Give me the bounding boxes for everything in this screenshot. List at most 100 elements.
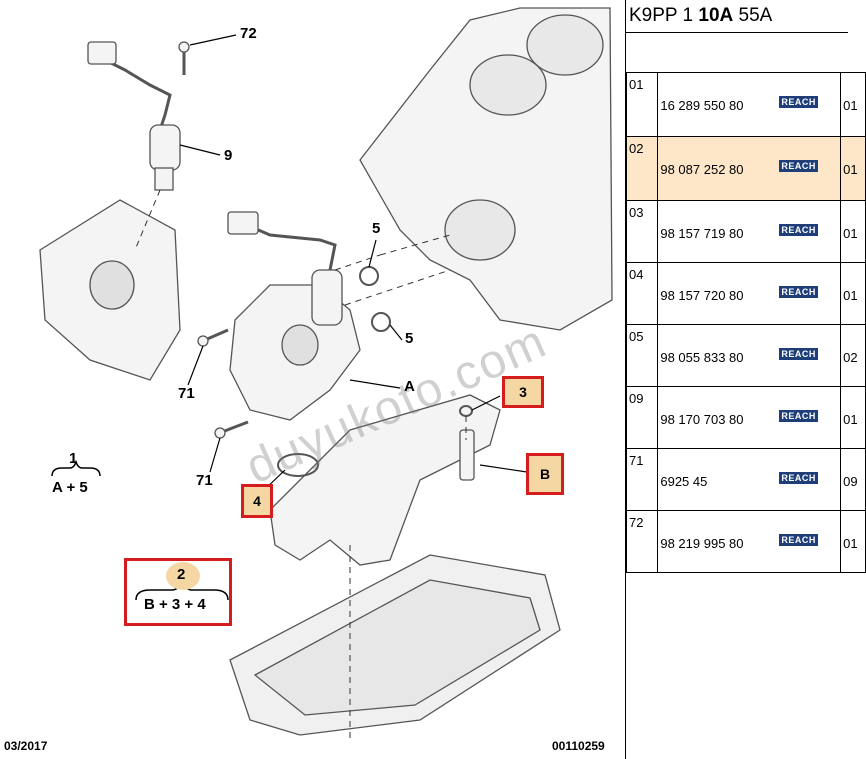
- row-quantity-cell: 01: [840, 72, 866, 137]
- sensor-2-plug: [227, 211, 259, 235]
- panel-header-blank: [626, 32, 848, 73]
- bolt-72-head: [178, 41, 190, 53]
- reach-badge: REACH: [779, 348, 818, 360]
- part-quantity: 01: [843, 288, 858, 303]
- part-reference[interactable]: 98 157 720 80: [660, 288, 744, 303]
- bolt-71-lower: [221, 420, 249, 434]
- part-quantity: 09: [843, 474, 858, 489]
- reach-badge: REACH: [779, 472, 818, 484]
- part-reference[interactable]: 98 055 833 80: [660, 350, 744, 365]
- part-reference[interactable]: 6925 45: [660, 474, 708, 489]
- sensor-9-plug: [87, 41, 117, 65]
- leader-5b: [389, 324, 403, 341]
- oil-pickup: [459, 429, 475, 481]
- assembly-line-4: [344, 269, 451, 306]
- leader-9: [179, 144, 221, 156]
- callout-2-composition: B + 3 + 4: [144, 596, 206, 613]
- row-index: 02: [625, 136, 659, 201]
- cylinder-bore-2: [526, 14, 604, 76]
- callout-1-composition: A + 5: [52, 479, 88, 496]
- front-cover-bore: [281, 324, 319, 366]
- row-quantity-cell: 09: [840, 448, 866, 511]
- cylinder-bore-1: [469, 54, 547, 116]
- engine-code-bold: 10A: [698, 5, 734, 26]
- reach-badge: REACH: [779, 160, 818, 172]
- row-quantity-cell: 01: [840, 510, 866, 573]
- row-reference-cell: 98 157 719 80 REACH: [657, 200, 842, 263]
- reach-badge: REACH: [779, 534, 818, 546]
- bolt-71-upper-head: [197, 335, 209, 347]
- part-quantity: 01: [843, 162, 858, 177]
- oil-pan-inner: [253, 579, 541, 716]
- part-reference[interactable]: 16 289 550 80: [660, 98, 744, 113]
- gasket-4: [277, 453, 319, 477]
- row-index: 71: [625, 448, 659, 511]
- row-quantity-cell: 01: [840, 262, 866, 325]
- sensor-2-body: [311, 269, 343, 326]
- reach-badge: REACH: [779, 96, 818, 108]
- callout-4: 4: [253, 493, 261, 509]
- sensor-9-body: [149, 124, 181, 171]
- row-index: 04: [625, 262, 659, 325]
- part-reference[interactable]: 98 087 252 80: [660, 162, 744, 177]
- callout-1: 1: [69, 450, 78, 467]
- leader-71a: [187, 345, 204, 386]
- bolt-71-lower-head: [214, 427, 226, 439]
- sensor-9-tip: [154, 167, 174, 191]
- assembly-2-frame: [124, 558, 232, 626]
- timing-cover-seal: [89, 260, 135, 310]
- row-index: 05: [625, 324, 659, 387]
- row-index: 72: [625, 510, 659, 573]
- part-quantity: 01: [843, 536, 858, 551]
- part-quantity: 02: [843, 350, 858, 365]
- callout-3-box: 3: [502, 376, 544, 408]
- callout-3: 3: [519, 384, 527, 400]
- crank-bore: [444, 199, 516, 261]
- row-reference-cell: 98 157 720 80 REACH: [657, 262, 842, 325]
- footer-date: 03/2017: [4, 739, 48, 753]
- leader-72: [189, 34, 237, 46]
- callout-A: A: [404, 378, 415, 395]
- part-reference[interactable]: 98 157 719 80: [660, 226, 744, 241]
- row-index: 01: [625, 72, 659, 137]
- callout-4-box: 4: [241, 484, 273, 518]
- row-index: 09: [625, 386, 659, 449]
- part-quantity: 01: [843, 412, 858, 427]
- callout-5-lower: 5: [405, 330, 414, 347]
- leader-71b: [209, 437, 221, 473]
- assembly-line-2: [334, 254, 381, 271]
- part-quantity: 01: [843, 98, 858, 113]
- brace-1: [51, 459, 101, 477]
- row-quantity-cell: 01: [840, 200, 866, 263]
- row-quantity-cell: 01: [840, 386, 866, 449]
- oil-baffle: [269, 394, 501, 566]
- row-quantity-cell: 02: [840, 324, 866, 387]
- row-reference-cell: 98 219 995 80 REACH: [657, 510, 842, 573]
- row-quantity-cell: 01: [840, 136, 866, 201]
- leader-B: [479, 464, 528, 473]
- assembly-2-badge: [166, 562, 200, 590]
- part-reference[interactable]: 98 170 703 80: [660, 412, 744, 427]
- callout-5-upper: 5: [372, 220, 381, 237]
- row-reference-cell: 16 289 550 80 REACH: [657, 72, 842, 137]
- callout-9: 9: [224, 147, 233, 164]
- leader-5a: [368, 239, 377, 268]
- footer-diagram-code: 00110259: [552, 739, 605, 753]
- leader-3: [471, 395, 501, 411]
- row-reference-cell: 98 087 252 80 REACH: [657, 136, 842, 201]
- reach-badge: REACH: [779, 224, 818, 236]
- part-reference[interactable]: 98 219 995 80: [660, 536, 744, 551]
- reach-badge: REACH: [779, 286, 818, 298]
